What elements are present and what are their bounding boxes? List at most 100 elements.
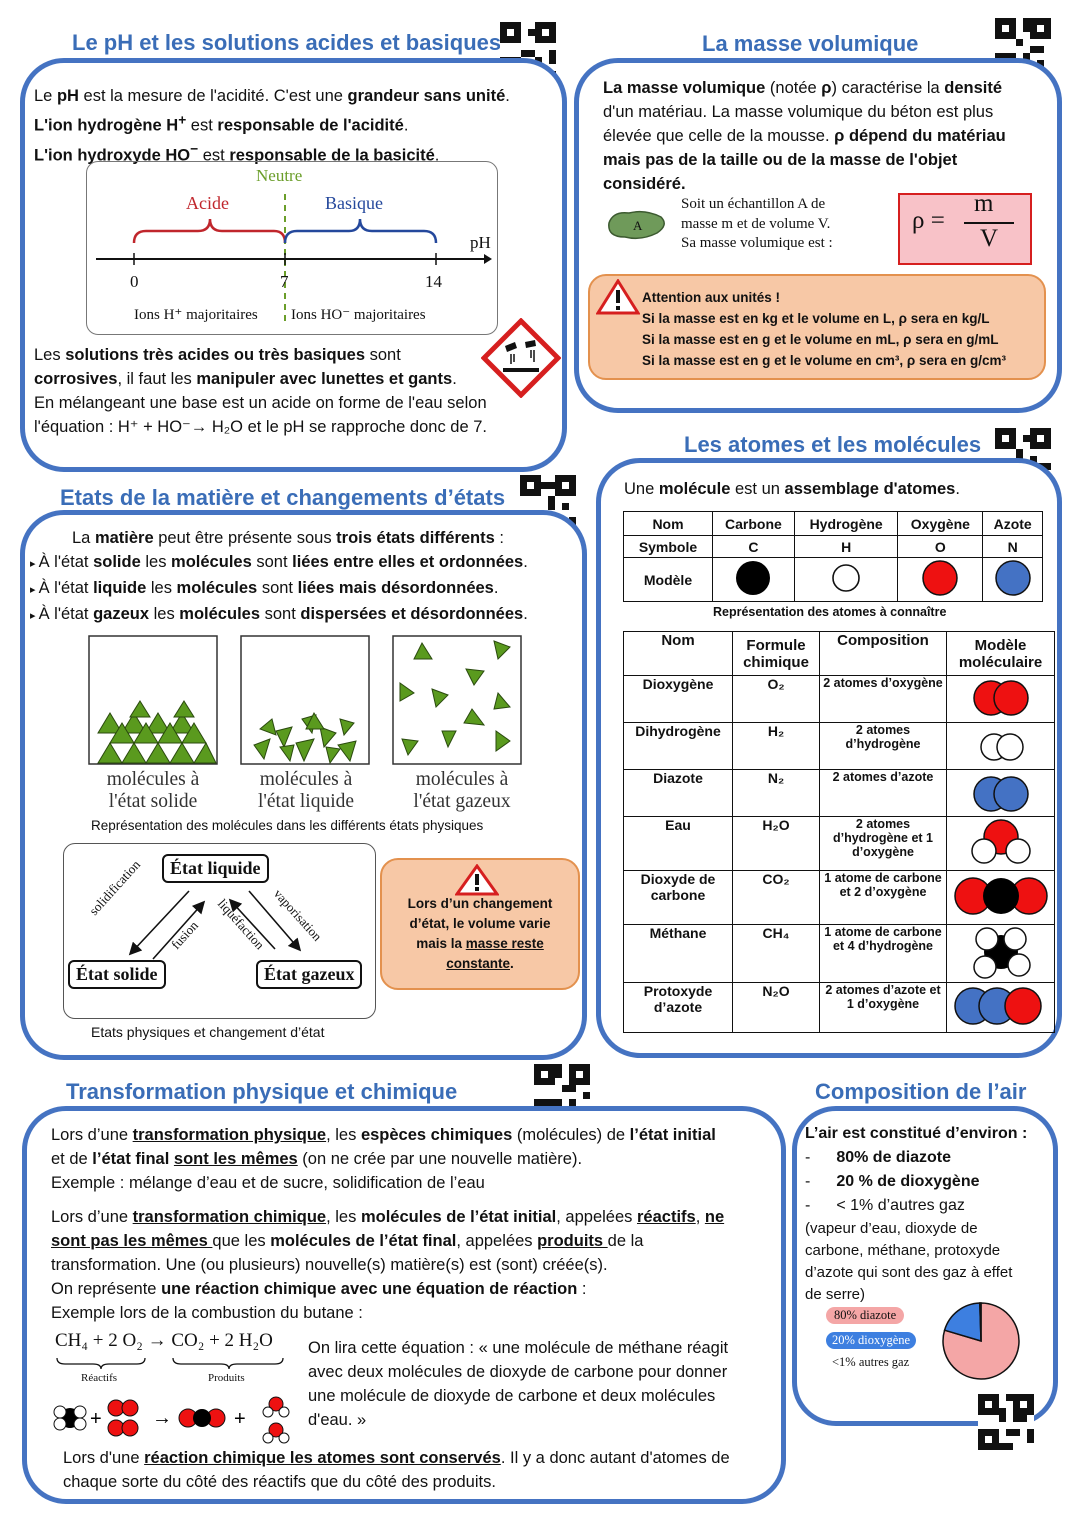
- table-cell: C: [712, 535, 795, 558]
- molecules-table: Nom Formule chimique Composition Modèle …: [623, 631, 1055, 1033]
- formula-v: V: [980, 225, 999, 252]
- table-header: Nom: [623, 511, 713, 536]
- oxygen-atom: [897, 557, 984, 602]
- ph-title: Le pH et les solutions acides et basique…: [72, 30, 502, 55]
- table-cell: O: [897, 535, 984, 558]
- pie-slice-dioxygene: [943, 1302, 982, 1343]
- table-header: Hydrogène: [793, 511, 899, 536]
- carbon-atom: [712, 557, 795, 602]
- water-model: [946, 816, 1055, 871]
- sample-shape: A: [608, 210, 665, 240]
- qr-code-icon: [978, 1394, 1034, 1450]
- transfo-chimique-text: Lors d’une transformation chimique, les …: [51, 1208, 725, 1322]
- ph-scale-svg: [96, 194, 492, 321]
- reaction-reading-text: On lira cette équation : « une molécule …: [308, 1339, 729, 1429]
- atomes-intro: Une molécule est un assemblage d'atomes.: [624, 480, 960, 498]
- reaction-molecules: + → +: [53, 1396, 290, 1444]
- air-panel: [792, 1106, 1058, 1426]
- warning-icon: [455, 864, 499, 896]
- formula-m: m: [974, 190, 994, 217]
- state-solid: État solide: [68, 960, 166, 989]
- table-cell: H: [793, 535, 899, 558]
- units-warning-text: Attention aux unités ! Si la masse est e…: [642, 290, 1006, 368]
- state-change-diagram: [63, 843, 376, 1019]
- acide-label: Acide: [186, 193, 229, 213]
- atoms-table: Nom Carbone Hydrogène Oxygène Azote Symb…: [623, 511, 1043, 602]
- table-row: Eau H₂O 2 atomes d’hydrogène et 1 d’oxyg…: [623, 816, 1055, 871]
- table-row: Dioxyde de carbone CO₂ 1 atome de carbon…: [623, 870, 1055, 925]
- transfo-title: Transformation physique et chimique: [66, 1079, 458, 1104]
- table-row: Méthane CH₄ 1 atome de carbone et 4 d’hy…: [623, 924, 1055, 983]
- air-text: L’air est constitué d’environ : -80% de …: [805, 1125, 1028, 1214]
- svg-text:+: +: [234, 1408, 246, 1430]
- pie-slice-autres: [979, 1302, 982, 1342]
- liquid-state-box: [240, 635, 370, 765]
- table-header: Formule chimique: [732, 631, 820, 676]
- pie-slice-diazote: [942, 1302, 1020, 1380]
- basique-label: Basique: [325, 193, 383, 213]
- etats-title: Etats de la matière et changements d’éta…: [60, 485, 506, 510]
- molecules-caption: Représentation des molécules dans les di…: [91, 818, 484, 833]
- etats-text: La matière peut être présente sous trois…: [30, 529, 528, 623]
- table-header: Oxygène: [897, 511, 984, 536]
- tick-14: 14: [425, 272, 442, 291]
- table-header: Carbone: [712, 511, 795, 536]
- svg-text:→: →: [152, 1407, 172, 1429]
- state-liquid: État liquide: [162, 854, 269, 883]
- dihydrogen-model: [946, 722, 1055, 770]
- air-pie-chart: [942, 1302, 1020, 1380]
- conservation-text: Lors d'une réaction chimique les atomes …: [63, 1449, 730, 1491]
- corrosive-hazard-icon: [481, 318, 561, 398]
- qr-code-icon: [500, 22, 556, 78]
- dinitrogen-model: [946, 769, 1055, 817]
- equation-braces: [56, 1357, 284, 1370]
- dioxygen-model: [946, 675, 1055, 723]
- svg-text:A: A: [633, 218, 643, 233]
- ions-h-label: Ions H⁺ majoritaires: [134, 307, 258, 323]
- warning-icon: [596, 279, 640, 315]
- ph-panel: [20, 58, 567, 472]
- methane-model: [946, 924, 1055, 983]
- ions-ho-label: Ions HO⁻ majoritaires: [291, 307, 426, 323]
- table-header: Modèle moléculaire: [946, 631, 1055, 676]
- air-title: Composition de l’air: [815, 1079, 1027, 1104]
- hydrogen-atom: [793, 557, 899, 602]
- svg-text:+: +: [90, 1408, 102, 1430]
- table-header: Composition: [819, 631, 947, 676]
- reaction-equation: CH₄ + 2 O₂ → CO₂ + 2 H₂O: [55, 1330, 273, 1351]
- mass-conserved-text: Lors d’un changement d’état, le volume v…: [407, 896, 553, 971]
- nitrogen-atom: [982, 557, 1043, 602]
- transfo-panel: [22, 1106, 786, 1504]
- ph-definition: Le pH est la mesure de l'acidité. C'est …: [34, 87, 510, 164]
- tick-0: 0: [130, 272, 139, 291]
- table-row: Diazote N₂ 2 atomes d’azote: [623, 769, 1055, 817]
- transfo-physique-text: Lors d’une transformation physique, les …: [51, 1126, 716, 1192]
- legend-diazote: 80% diazote: [826, 1307, 905, 1324]
- tick-7: 7: [280, 272, 289, 291]
- table-row: Dihydrogène H₂ 2 atomes d’hydrogène: [623, 722, 1055, 770]
- atomes-title: Les atomes et les molécules: [684, 432, 982, 457]
- table-cell: Symbole: [623, 535, 713, 558]
- ph-corrosive-text: Les solutions très acides ou très basiqu…: [34, 346, 487, 436]
- sample-text: Soit un échantillon A de masse m et de v…: [681, 196, 833, 251]
- units-warning-box: [588, 274, 1046, 380]
- table-cell: Modèle: [623, 557, 713, 602]
- solid-state-box: [88, 635, 218, 765]
- formula-bar: [964, 222, 1014, 224]
- table-header: Nom: [623, 631, 733, 676]
- atoms-caption: Représentation des atomes à connaître: [713, 605, 947, 619]
- air-greenhouse-text: (vapeur d’eau, dioxyde de carbone, métha…: [805, 1220, 1013, 1303]
- nitrous-oxide-model: [946, 982, 1055, 1033]
- masse-definition: La masse volumique (notée ρ) caractérise…: [603, 79, 1006, 193]
- ph-axis-label: pH: [470, 233, 491, 252]
- neutre-label: Neutre: [256, 166, 303, 185]
- ph-scale-diagram: [86, 161, 498, 335]
- table-row: Protoxyde d’azote N₂O 2 atomes d’azote e…: [623, 982, 1055, 1033]
- table-header: Azote: [982, 511, 1043, 536]
- gas-state-box: [392, 635, 522, 765]
- state-change-caption: Etats physiques et changement d’état: [91, 1024, 325, 1040]
- reactifs-label: Réactifs: [81, 1372, 118, 1384]
